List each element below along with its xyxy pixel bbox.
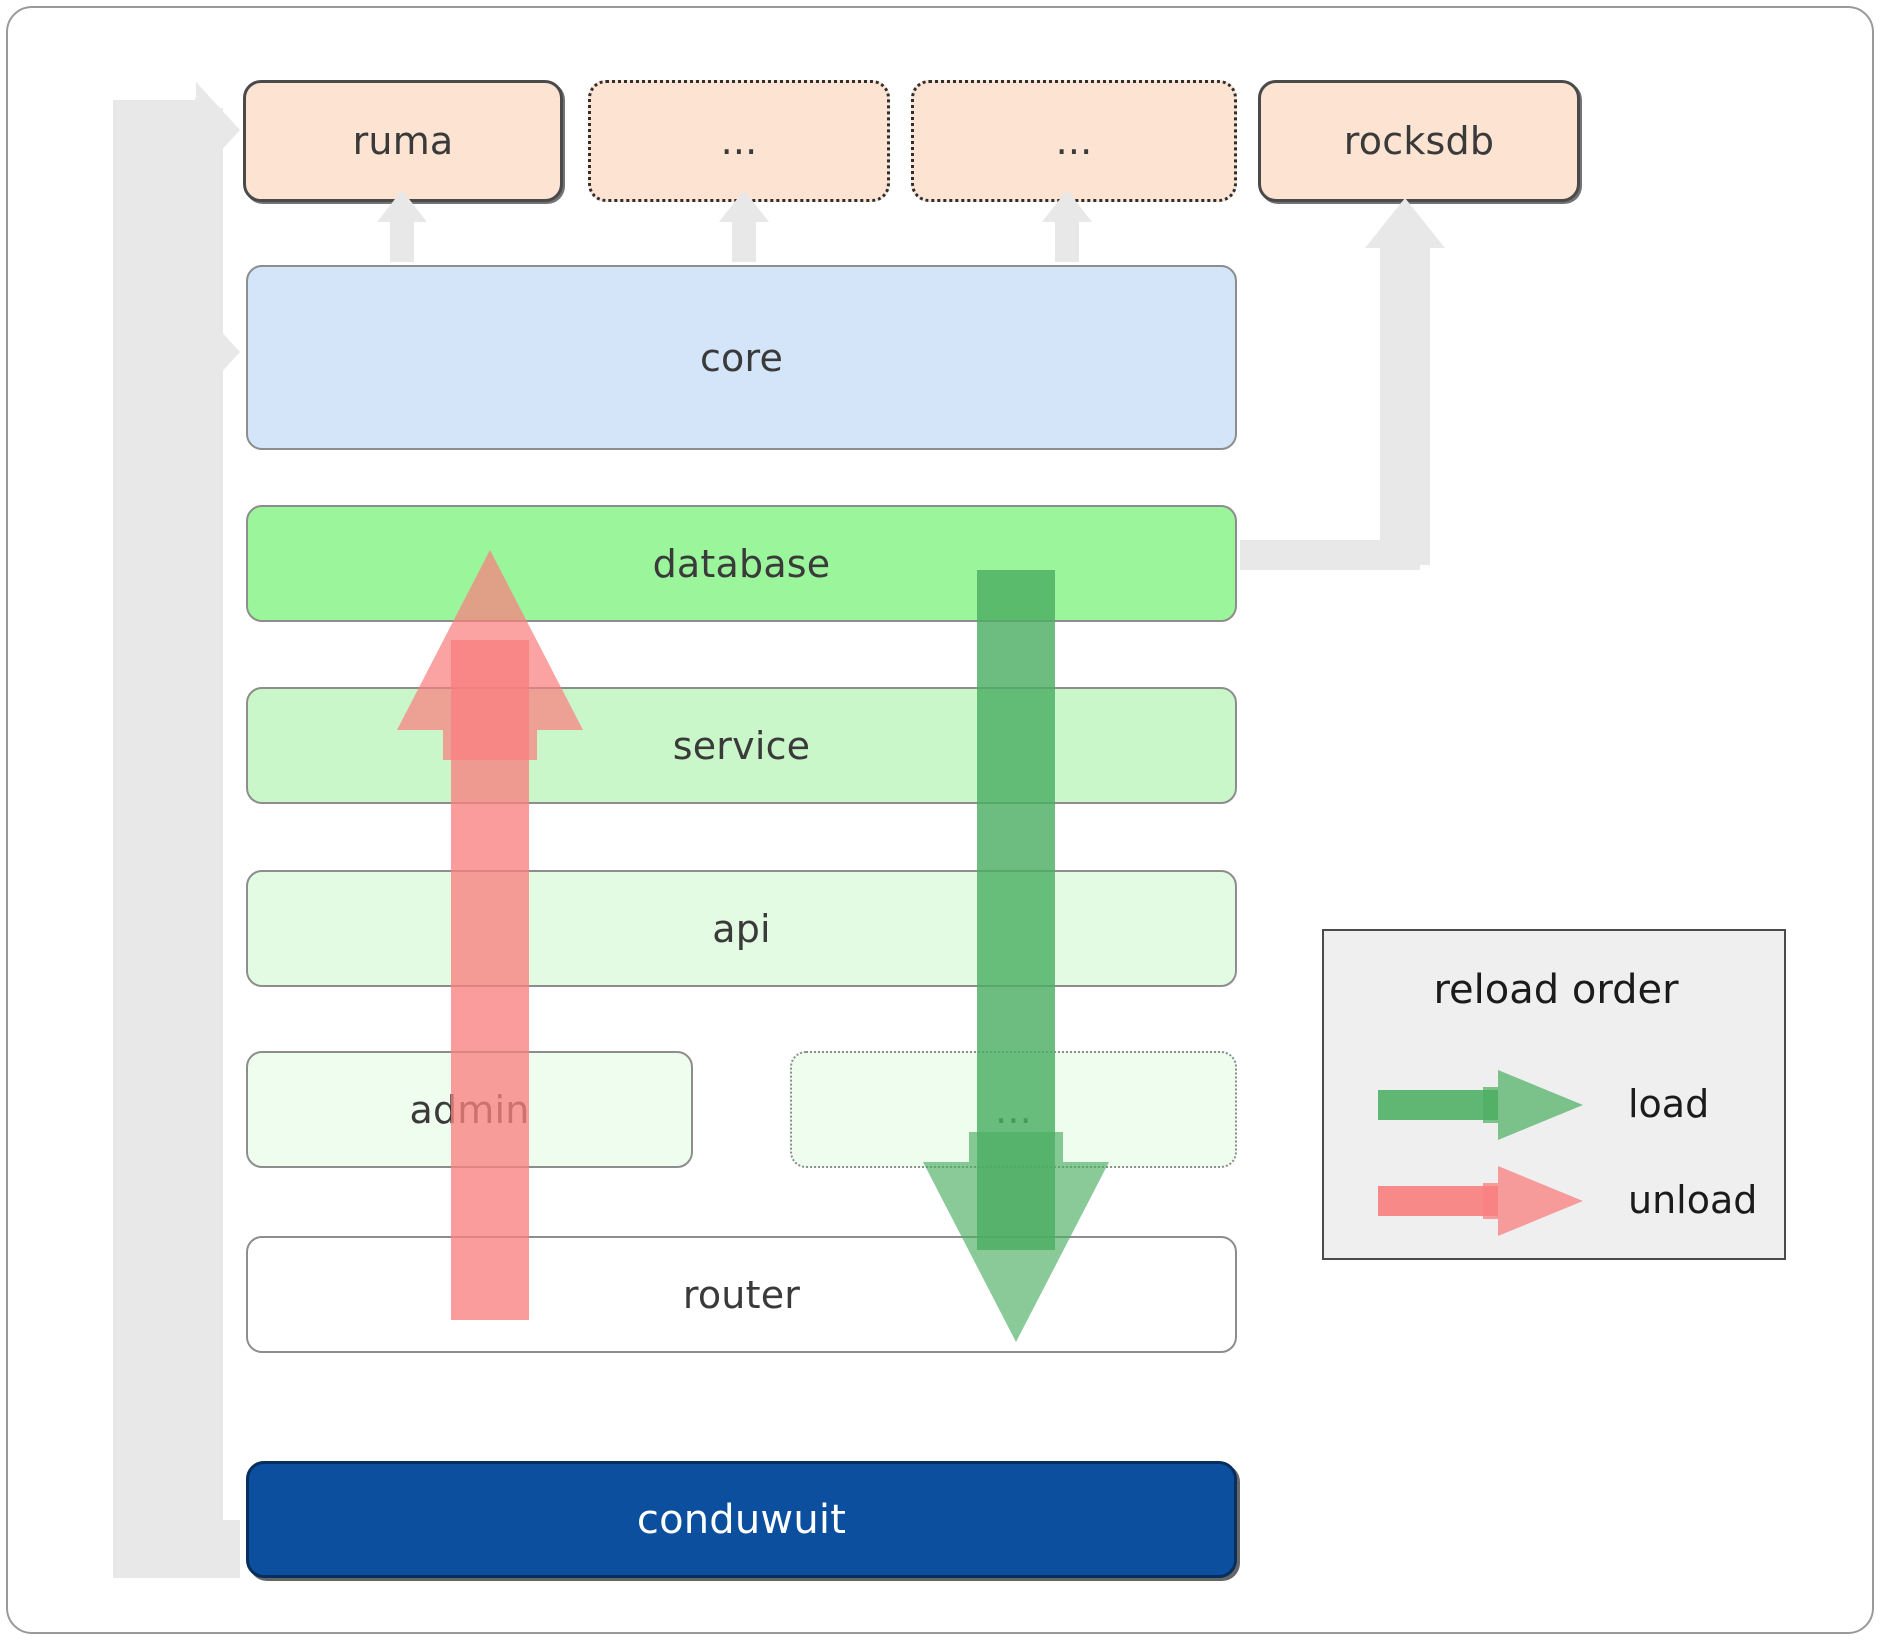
diagram-frame — [6, 6, 1874, 1634]
layer-label-admin: admin — [409, 1087, 530, 1132]
legend-row-unload: unload — [1324, 1160, 1788, 1240]
legend-row-load: load — [1324, 1064, 1788, 1144]
layer-box-core[interactable]: core — [246, 265, 1237, 450]
layer-label-router: router — [682, 1272, 801, 1317]
binary-label-conduwuit: conduwuit — [636, 1496, 847, 1543]
legend-title: reload order — [1433, 967, 1679, 1013]
layer-label-placeholder: ... — [995, 1087, 1032, 1132]
dependency-label-placeholder-2: ... — [1055, 119, 1093, 163]
layer-label-api: api — [712, 906, 771, 951]
layer-box-admin[interactable]: admin — [246, 1051, 693, 1168]
layer-box-placeholder[interactable]: ... — [790, 1051, 1237, 1168]
legend-panel: reload order load unload — [1322, 929, 1786, 1260]
dependency-box-placeholder-1[interactable]: ... — [588, 80, 890, 202]
layer-box-router[interactable]: router — [246, 1236, 1237, 1353]
layer-box-database[interactable]: database — [246, 505, 1237, 622]
layer-box-api[interactable]: api — [246, 870, 1237, 987]
layer-box-service[interactable]: service — [246, 687, 1237, 804]
legend-label-unload: unload — [1628, 1178, 1758, 1222]
dependency-label-rocksdb: rocksdb — [1343, 119, 1495, 163]
dependency-box-placeholder-2[interactable]: ... — [911, 80, 1237, 202]
layer-label-service: service — [672, 723, 811, 768]
layer-label-core: core — [699, 335, 784, 380]
legend-label-load: load — [1628, 1082, 1710, 1126]
layer-label-database: database — [652, 541, 831, 586]
binary-box-conduwuit[interactable]: conduwuit — [246, 1461, 1237, 1578]
legend-arrow-unload — [1378, 1160, 1588, 1240]
dependency-box-rocksdb[interactable]: rocksdb — [1258, 80, 1580, 202]
dependency-box-ruma[interactable]: ruma — [243, 80, 563, 202]
legend-arrow-load — [1378, 1064, 1588, 1144]
dependency-label-placeholder-1: ... — [720, 119, 758, 163]
dependency-label-ruma: ruma — [352, 119, 454, 163]
